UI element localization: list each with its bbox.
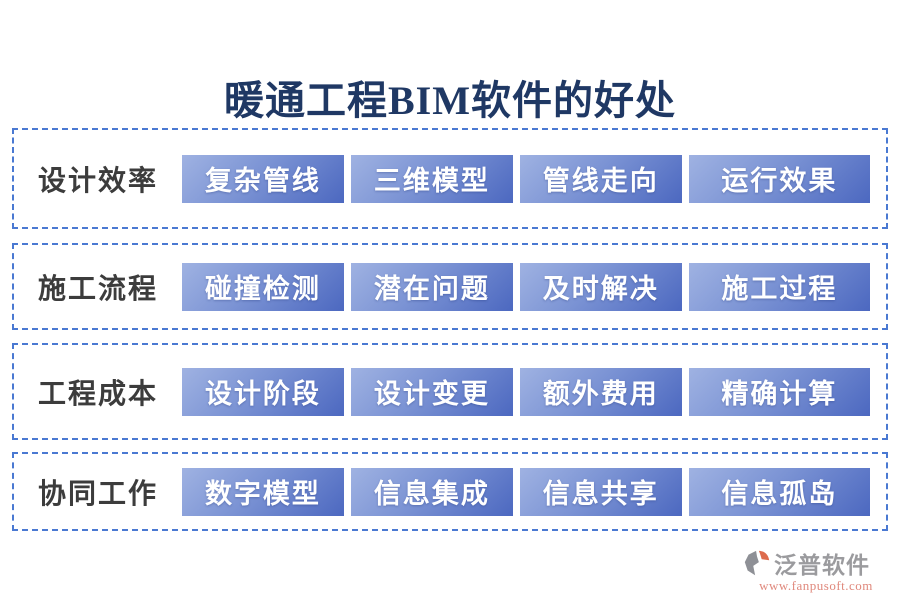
benefit-row-design-efficiency: 设计效率 复杂管线 三维模型 管线走向 运行效果 [12, 128, 888, 229]
tag-button[interactable]: 复杂管线 [182, 154, 344, 203]
tag-group: 复杂管线 三维模型 管线走向 运行效果 [182, 154, 870, 203]
tag-button[interactable]: 精确计算 [688, 367, 870, 416]
tag-button[interactable]: 运行效果 [688, 154, 870, 203]
tag-button[interactable]: 施工过程 [688, 262, 870, 311]
tag-button[interactable]: 设计变更 [350, 367, 513, 416]
tag-button[interactable]: 信息孤岛 [688, 467, 870, 516]
tag-button[interactable]: 数字模型 [182, 467, 344, 516]
tag-button[interactable]: 信息集成 [350, 467, 513, 516]
tag-button[interactable]: 潜在问题 [350, 262, 513, 311]
watermark: 泛普软件 www.fanpusoft.com [742, 546, 890, 593]
row-label: 施工流程 [37, 273, 158, 305]
tag-group: 碰撞检测 潜在问题 及时解决 施工过程 [182, 262, 870, 311]
fanpu-logo-icon [744, 550, 770, 576]
brand-line: 泛普软件 [742, 546, 890, 580]
tag-button[interactable]: 及时解决 [519, 262, 682, 311]
benefit-row-project-cost: 工程成本 设计阶段 设计变更 额外费用 精确计算 [12, 343, 888, 440]
tag-button[interactable]: 三维模型 [350, 154, 513, 203]
tag-button[interactable]: 管线走向 [519, 154, 682, 203]
benefit-row-construction-process: 施工流程 碰撞检测 潜在问题 及时解决 施工过程 [12, 243, 888, 330]
brand-name: 泛普软件 [774, 553, 870, 578]
brand-url: www.fanpusoft.com [759, 578, 873, 593]
tag-group: 设计阶段 设计变更 额外费用 精确计算 [182, 367, 870, 416]
row-label: 设计效率 [37, 165, 158, 197]
tag-button[interactable]: 额外费用 [519, 367, 682, 416]
tag-button[interactable]: 碰撞检测 [182, 262, 344, 311]
benefit-row-collaboration: 协同工作 数字模型 信息集成 信息共享 信息孤岛 [12, 452, 888, 531]
tag-group: 数字模型 信息集成 信息共享 信息孤岛 [182, 467, 870, 516]
row-label: 协同工作 [37, 478, 158, 510]
page-title: 暖通工程BIM软件的好处 [224, 78, 676, 123]
row-label: 工程成本 [37, 378, 158, 410]
tag-button[interactable]: 信息共享 [519, 467, 682, 516]
tag-button[interactable]: 设计阶段 [182, 367, 344, 416]
